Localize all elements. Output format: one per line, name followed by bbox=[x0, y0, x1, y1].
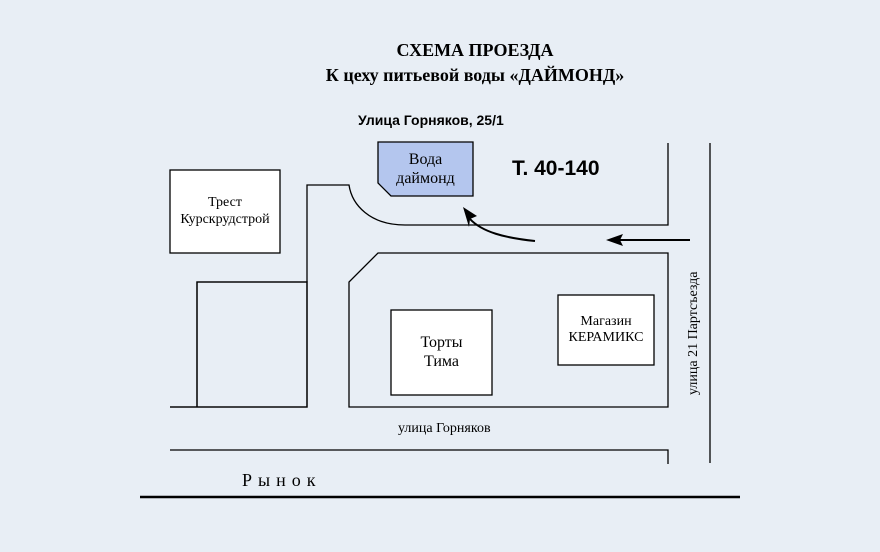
road-outline-bottom bbox=[170, 449, 669, 464]
road-outline-center-block bbox=[348, 252, 669, 408]
map-subtitle: К цеху питьевой воды «ДАЙМОНД» bbox=[325, 65, 625, 85]
voda-label: Вода даймонд bbox=[396, 151, 455, 187]
road-outline-left-block bbox=[170, 281, 308, 408]
road-outline-top bbox=[306, 143, 669, 282]
torty-label: Торты Тима bbox=[420, 334, 463, 370]
direction-arrow-curved bbox=[469, 218, 536, 242]
market-label: Рынок bbox=[242, 470, 322, 490]
trest-building bbox=[169, 169, 281, 254]
keramiks-label-box: Магазин КЕРАМИКС bbox=[558, 295, 654, 365]
direction-arrowhead-straight bbox=[606, 234, 623, 246]
street-gornyakov-label: улица Горняков bbox=[398, 421, 491, 436]
street-partsyezd-label: улица 21 Партсъезда bbox=[686, 271, 701, 395]
phone-label: Т. 40-140 bbox=[512, 157, 600, 180]
torty-building bbox=[390, 309, 493, 396]
voda-daimond-building bbox=[377, 141, 474, 197]
road-outline-left bbox=[170, 281, 308, 408]
map-title: СХЕМА ПРОЕЗДА bbox=[396, 40, 554, 60]
trest-label: Трест Курскрудстрой bbox=[180, 195, 270, 227]
torty-label-box: Торты Тима bbox=[391, 310, 492, 395]
direction-arrowhead-curved bbox=[463, 207, 477, 227]
address-label: Улица Горняков, 25/1 bbox=[358, 112, 504, 128]
keramiks-building bbox=[557, 294, 655, 366]
keramiks-label: Магазин КЕРАМИКС bbox=[568, 313, 644, 345]
voda-label-box: Вода даймонд bbox=[377, 142, 474, 197]
trest-label-box: Трест Курскрудстрой bbox=[170, 170, 280, 253]
